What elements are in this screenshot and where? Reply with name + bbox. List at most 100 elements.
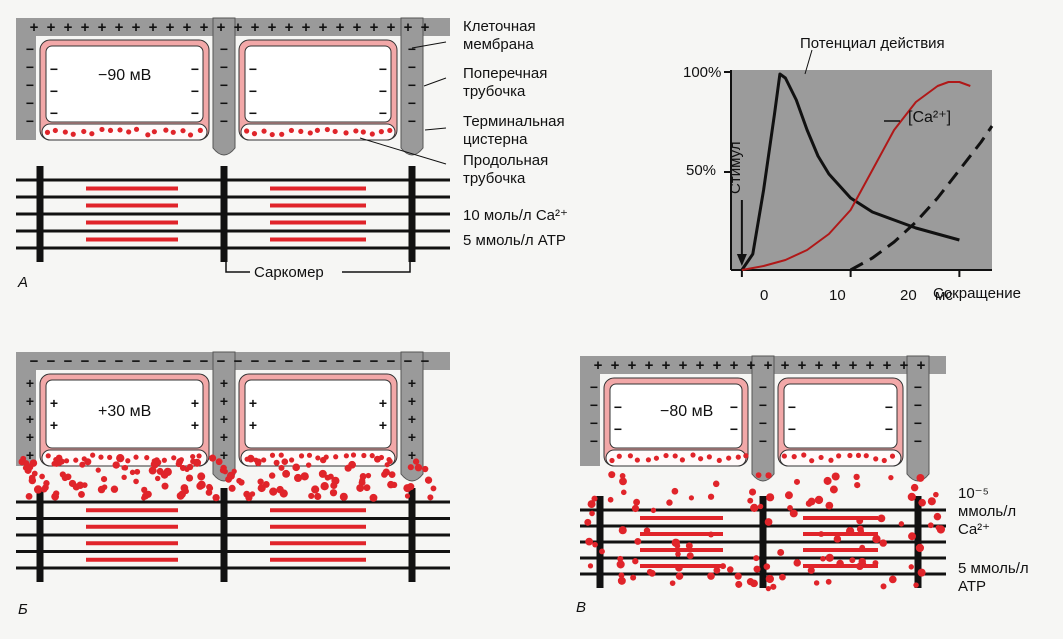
calcium-dot — [324, 126, 330, 133]
calcium-dot — [387, 480, 395, 489]
calcium-dot — [735, 580, 743, 588]
intracellular-charge-sign: + — [249, 395, 257, 411]
calcium-dot — [133, 478, 139, 485]
intracellular-charge-sign: − — [191, 83, 199, 99]
calcium-dot — [343, 453, 349, 459]
t-tubule-charge-sign: − — [220, 113, 228, 129]
calcium-dot — [133, 126, 140, 132]
membrane-charge-sign: − — [404, 353, 413, 370]
label-longitudinal-tubule-2: трубочка — [463, 170, 526, 187]
calcium-dot — [617, 576, 626, 585]
label-atp-a: 5 ммоль/л ATP — [463, 232, 566, 249]
calcium-dot — [675, 551, 681, 557]
intracellular-charge-sign: − — [249, 105, 257, 121]
y-tick-50: 50% — [686, 162, 717, 179]
calcium-dot — [753, 565, 761, 573]
calcium-dot — [89, 131, 95, 137]
calcium-dot — [278, 464, 285, 471]
membrane-charge-sign: − — [81, 353, 90, 370]
chart-plot-area — [731, 70, 992, 270]
calcium-dot — [879, 539, 887, 547]
membrane-charge-sign: − — [387, 353, 396, 370]
calcium-dot — [148, 466, 157, 475]
calcium-dot — [81, 128, 87, 135]
x-axis-unit: мс — [935, 287, 953, 304]
membrane-charge-sign: + — [336, 19, 345, 36]
t-tubule-charge-sign: + — [26, 429, 34, 445]
calcium-dot — [387, 127, 393, 134]
membrane-charge-sign: + — [251, 19, 260, 36]
calcium-dot — [818, 531, 825, 537]
calcium-dot — [814, 495, 824, 505]
calcium-dot — [56, 460, 63, 466]
calcium-dot — [750, 503, 759, 513]
calcium-dot — [39, 473, 45, 480]
calcium-dot — [779, 573, 786, 581]
calcium-dot — [807, 566, 815, 574]
calcium-dot — [298, 128, 304, 135]
sarcomere-bracket — [225, 262, 411, 273]
calcium-dot — [190, 453, 196, 460]
calcium-dot — [634, 457, 640, 463]
calcium-dot — [269, 131, 275, 138]
t-tubule-charge-sign: − — [408, 77, 416, 93]
calcium-dot — [663, 452, 669, 459]
membrane-charge-sign: + — [421, 19, 430, 36]
calcium-dot — [281, 458, 289, 465]
membrane-charge-sign: − — [200, 353, 209, 370]
calcium-dot — [422, 465, 429, 473]
calcium-dot — [907, 492, 916, 501]
reticulum-lumen — [45, 379, 204, 449]
calcium-dot — [765, 585, 772, 592]
calcium-dot — [847, 452, 853, 459]
intracellular-charge-sign: + — [50, 417, 58, 433]
calcium-dot — [856, 525, 864, 533]
calcium-dot — [791, 454, 797, 460]
intracellular-charge-sign: − — [730, 399, 738, 415]
calcium-dot — [881, 457, 887, 464]
calcium-dot — [584, 518, 592, 526]
intracellular-charge-sign: − — [249, 61, 257, 77]
calcium-dot — [915, 543, 925, 553]
intracellular-charge-sign: − — [788, 421, 796, 437]
t-tubule-charge-sign: − — [590, 379, 598, 395]
calcium-dot — [645, 457, 652, 463]
calcium-dot — [708, 531, 714, 538]
calcium-dot — [424, 476, 433, 484]
calcium-dot — [373, 455, 381, 463]
x-tick-20: 20 — [900, 287, 917, 304]
calcium-dot — [18, 458, 26, 466]
intracellular-charge-sign: + — [379, 417, 387, 433]
calcium-dot — [698, 456, 704, 462]
membrane-charge-sign: + — [234, 19, 243, 36]
membrane-charge-sign: − — [217, 353, 226, 370]
calcium-dot — [269, 487, 278, 496]
calcium-dot — [254, 459, 262, 467]
label-ca-v-3: Ca²⁺ — [958, 521, 991, 538]
membrane-charge-sign: + — [302, 19, 311, 36]
calcium-dot — [171, 455, 177, 461]
intracellular-charge-sign: − — [50, 105, 58, 121]
t-tubule-charge-sign: + — [220, 429, 228, 445]
calcium-dot — [825, 578, 832, 585]
calcium-dot — [196, 453, 202, 459]
calcium-dot — [28, 476, 37, 485]
calcium-dot — [261, 128, 267, 134]
membrane-charge-sign: + — [764, 357, 773, 374]
calcium-dot — [126, 129, 132, 135]
calcium-dot — [98, 454, 104, 460]
intracellular-charge-sign: − — [614, 421, 622, 437]
calcium-dot — [825, 553, 834, 562]
calcium-dot — [246, 454, 255, 463]
calcium-dot — [617, 555, 624, 562]
calcium-dot — [404, 493, 411, 499]
t-tubule-charge-sign: − — [26, 41, 34, 57]
membrane-charge-sign: + — [200, 19, 209, 36]
calcium-dot — [831, 472, 840, 481]
reticulum-lumen — [45, 45, 204, 123]
calcium-dot — [112, 461, 120, 469]
calcium-dot — [311, 485, 320, 494]
calcium-dot — [631, 504, 640, 513]
calcium-dot — [888, 474, 894, 481]
calcium-dot — [185, 474, 194, 482]
